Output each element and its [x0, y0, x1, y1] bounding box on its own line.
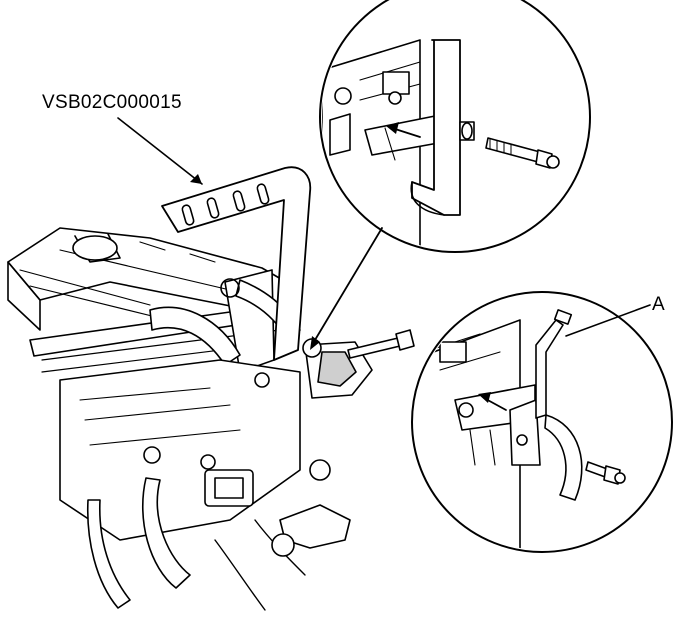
part-number-label: VSB02C000015	[42, 92, 182, 113]
detail-view-top	[319, 0, 591, 253]
callout-a-label: A	[652, 294, 665, 315]
part-label-leader	[117, 117, 203, 185]
mounting-bolt	[347, 329, 415, 359]
detail-view-bottom	[411, 291, 673, 553]
callout-a-leader	[565, 304, 651, 337]
special-tool-bracket	[161, 166, 312, 361]
detail-top-leader	[311, 227, 383, 346]
engine-body	[7, 227, 373, 611]
